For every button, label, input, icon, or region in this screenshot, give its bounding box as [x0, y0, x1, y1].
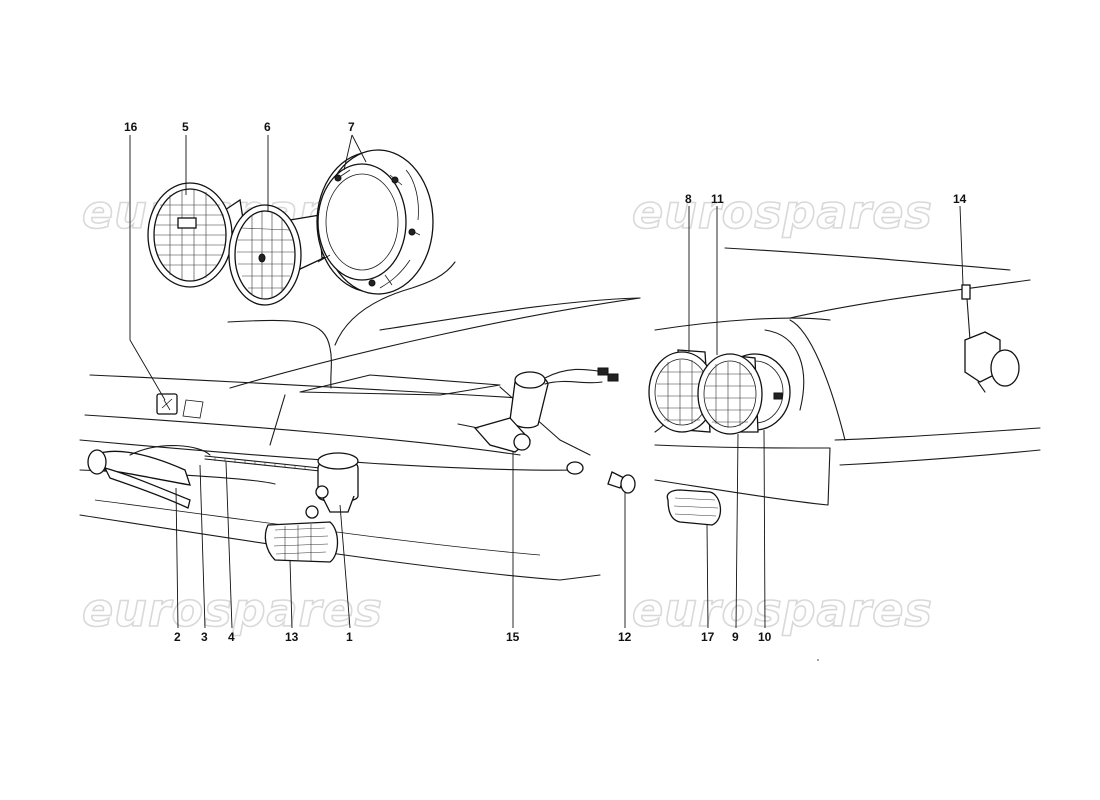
callout-3: 3 [201, 630, 208, 644]
bulb-12 [607, 471, 636, 494]
headlamp-housing-7 [316, 149, 434, 295]
callout-1: 1 [346, 630, 353, 644]
callout-16: 16 [124, 120, 138, 134]
callout-9: 9 [732, 630, 739, 644]
callout-15: 15 [506, 630, 520, 644]
rear-lamp-assembly [648, 349, 791, 435]
watermark-bottom-right: eurospares [632, 583, 933, 637]
callout-5: 5 [182, 120, 189, 134]
callout-labels: 16 5 6 7 8 11 14 2 3 4 13 1 15 12 17 9 1… [124, 120, 967, 644]
antenna-14 [961, 284, 1020, 393]
callout-14: 14 [953, 192, 967, 206]
callout-7: 7 [348, 120, 355, 134]
headlamp-motor-15 [457, 367, 619, 453]
callout-12: 12 [618, 630, 632, 644]
callout-13: 13 [285, 630, 299, 644]
callout-leaders [129, 134, 964, 629]
callout-6: 6 [264, 120, 271, 134]
watermark-bottom-left: eurospares [82, 583, 383, 637]
front-lamp-13 [264, 521, 339, 563]
horn-assembly [87, 445, 359, 519]
callout-2: 2 [174, 630, 181, 644]
headlamp-assembly [147, 149, 434, 306]
front-body-outline [79, 261, 641, 581]
stray-dot [817, 659, 819, 661]
callout-17: 17 [701, 630, 715, 644]
headlamp-unit-5 [147, 182, 249, 288]
side-marker-17 [666, 489, 722, 526]
callout-11: 11 [711, 192, 724, 206]
callout-4: 4 [228, 630, 235, 644]
callout-10: 10 [758, 630, 772, 644]
callout-8: 8 [685, 192, 692, 206]
watermark-top-right: eurospares [632, 185, 933, 239]
